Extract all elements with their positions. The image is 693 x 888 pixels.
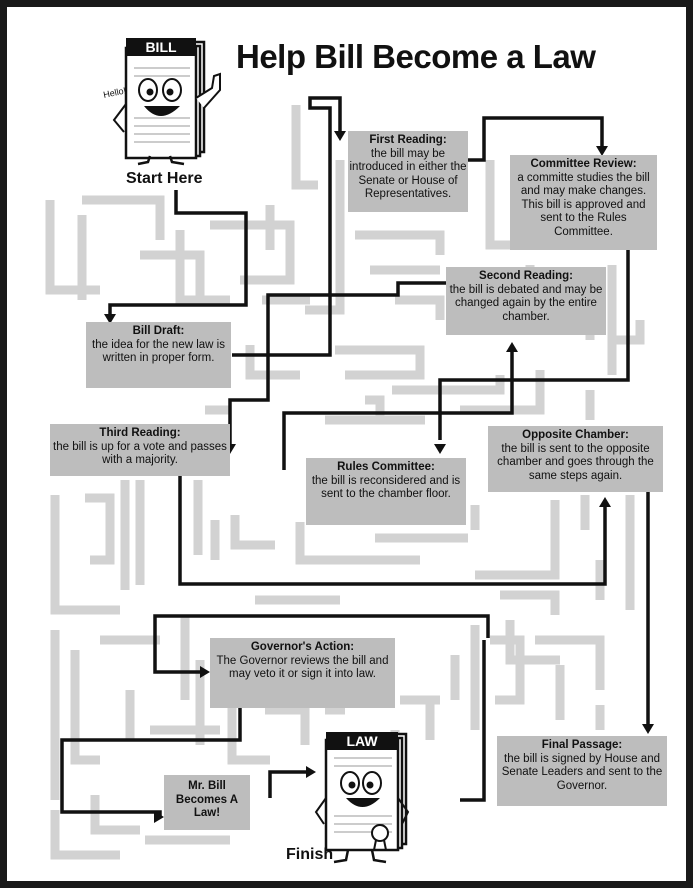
svg-text:BILL: BILL (145, 39, 177, 55)
step-heading: Bill Draft: (132, 325, 185, 337)
step-second-reading: Second Reading: the bill is debated and … (446, 267, 606, 335)
step-opposite-chamber: Opposite Chamber: the bill is sent to th… (488, 426, 663, 492)
solution-path (60, 96, 650, 817)
step-heading: Mr. Bill Becomes A Law! (175, 780, 239, 819)
step-first-reading: First Reading: the bill may be introduce… (348, 131, 468, 212)
step-body: the bill is debated and may be changed a… (449, 283, 603, 323)
step-body: The Governor reviews the bill and may ve… (216, 654, 389, 681)
step-body: the bill is sent to the opposite chamber… (497, 442, 654, 482)
step-third-reading: Third Reading: the bill is up for a vote… (50, 424, 230, 476)
law-character-illustration: LAW (314, 732, 410, 864)
step-heading: Governor's Action: (250, 641, 355, 653)
step-governors-action: Governor's Action: The Governor reviews … (210, 638, 395, 708)
step-bill-draft: Bill Draft: the idea for the new law is … (86, 322, 231, 388)
step-rules-committee: Rules Committee: the bill is reconsidere… (306, 458, 466, 525)
svg-text:LAW: LAW (346, 733, 378, 749)
step-heading: Third Reading: (99, 427, 181, 439)
step-heading: Second Reading: (479, 270, 573, 282)
step-body: the idea for the new law is written in p… (92, 338, 225, 365)
svg-text:Hello!: Hello! (102, 85, 127, 100)
bill-character-illustration: BILL Hello! (102, 38, 221, 166)
start-label: Start Here (126, 170, 203, 187)
step-heading: Opposite Chamber: (522, 429, 629, 441)
page-title: Help Bill Become a Law (236, 38, 596, 75)
step-committee-review: Committee Review: a committe studies the… (510, 155, 657, 250)
step-heading: Rules Committee: (337, 461, 435, 473)
step-final-passage: Final Passage: the bill is signed by Hou… (497, 736, 667, 806)
step-body: the bill is up for a vote and passes wit… (53, 440, 227, 467)
step-heading: Committee Review: (530, 158, 637, 170)
step-heading: First Reading: (369, 134, 447, 146)
step-body: the bill is reconsidered and is sent to … (311, 474, 461, 501)
step-body: the bill may be introduced in either the… (349, 147, 467, 201)
step-body: a committe studies the bill and may make… (517, 171, 650, 238)
step-mr-bill-becomes-law: Mr. Bill Becomes A Law! (164, 775, 250, 830)
step-heading: Final Passage: (541, 739, 623, 751)
step-body: the bill is signed by House and Senate L… (501, 752, 663, 792)
finish-label: Finish (286, 846, 334, 863)
